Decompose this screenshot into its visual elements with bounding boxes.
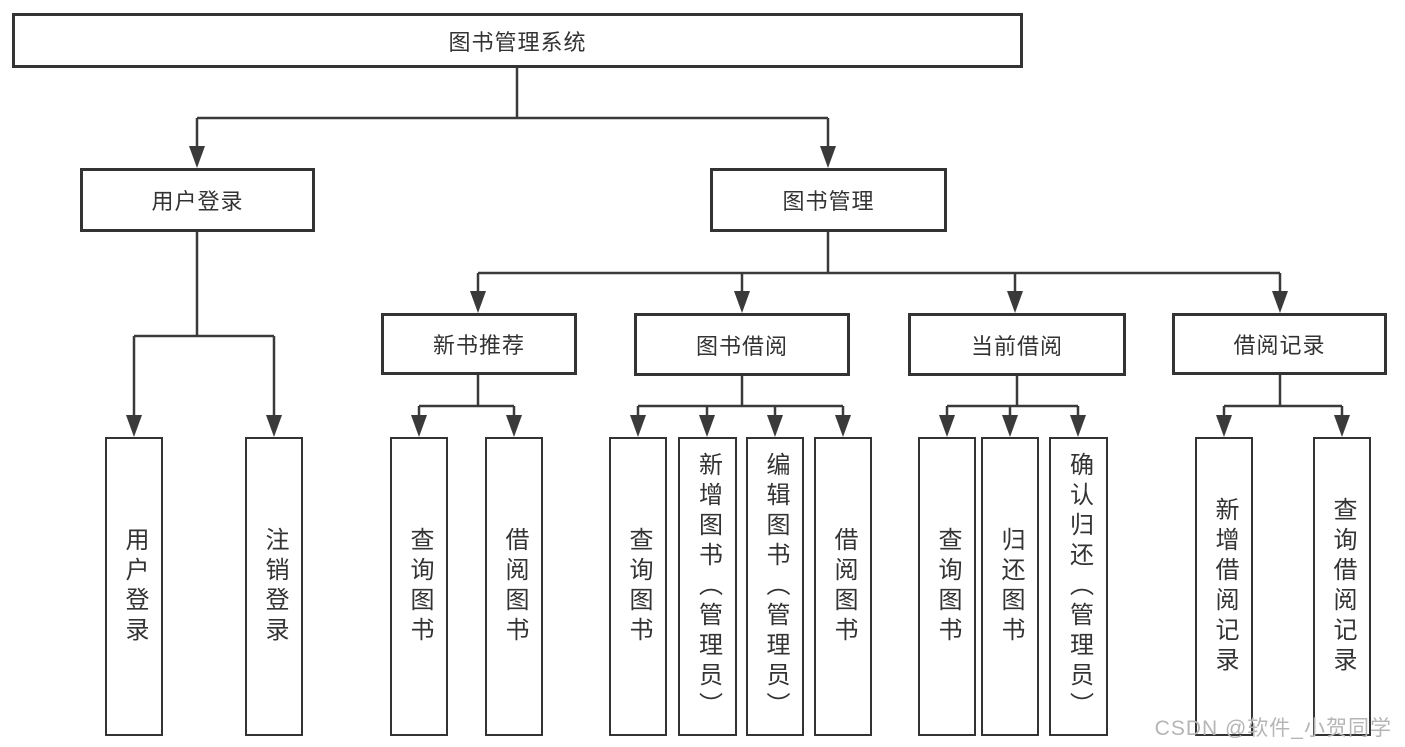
node-borrow-books-1: 借阅图书 bbox=[485, 437, 543, 736]
node-user-login-leaf-label: 用户登录 bbox=[121, 526, 148, 647]
node-query-books-2-label: 查询图书 bbox=[625, 526, 652, 647]
node-borrow-books-1-label: 借阅图书 bbox=[501, 526, 528, 647]
node-logout-leaf-label: 注销登录 bbox=[261, 526, 288, 647]
node-root: 图书管理系统 bbox=[12, 13, 1023, 68]
node-user-login-leaf: 用户登录 bbox=[105, 437, 163, 736]
node-borrow-books-2-label: 借阅图书 bbox=[830, 526, 857, 647]
node-return-book-label: 归还图书 bbox=[997, 526, 1024, 647]
node-query-books-1-label: 查询图书 bbox=[406, 526, 433, 647]
watermark-text: CSDN @软件_小贺同学 bbox=[1154, 717, 1392, 740]
node-new-books-label: 新书推荐 bbox=[432, 333, 525, 358]
node-borrow-books-2: 借阅图书 bbox=[814, 437, 872, 736]
node-book-mgmt-label: 图书管理 bbox=[782, 189, 875, 214]
node-add-book-admin: 新增图书（管理员） bbox=[678, 437, 737, 736]
node-logout-leaf: 注销登录 bbox=[245, 437, 303, 736]
node-confirm-return-admin-label: 确认归还（管理员） bbox=[1065, 451, 1093, 722]
node-edit-book-admin-label: 编辑图书（管理员） bbox=[762, 451, 789, 722]
node-query-books-3: 查询图书 bbox=[918, 437, 976, 736]
node-root-label: 图书管理系统 bbox=[448, 29, 587, 55]
node-return-book: 归还图书 bbox=[981, 437, 1039, 736]
node-query-borrow-record-label: 查询借阅记录 bbox=[1329, 496, 1356, 677]
node-add-borrow-record: 新增借阅记录 bbox=[1195, 437, 1253, 736]
node-query-books-1: 查询图书 bbox=[390, 437, 448, 736]
node-user-login-label: 用户登录 bbox=[151, 189, 244, 214]
node-book-mgmt: 图书管理 bbox=[710, 168, 947, 232]
node-add-book-admin-label: 新增图书（管理员） bbox=[694, 451, 722, 722]
node-book-borrow-label: 图书借阅 bbox=[695, 333, 788, 359]
node-query-books-2: 查询图书 bbox=[609, 437, 667, 736]
node-new-books: 新书推荐 bbox=[381, 313, 577, 375]
node-borrow-records-label: 借阅记录 bbox=[1233, 333, 1326, 358]
node-edit-book-admin: 编辑图书（管理员） bbox=[746, 437, 804, 736]
node-query-borrow-record: 查询借阅记录 bbox=[1313, 437, 1371, 736]
node-current-borrow-label: 当前借阅 bbox=[970, 333, 1063, 359]
node-confirm-return-admin: 确认归还（管理员） bbox=[1049, 437, 1108, 736]
arrowheads bbox=[126, 146, 1350, 437]
node-add-borrow-record-label: 新增借阅记录 bbox=[1211, 496, 1238, 677]
node-borrow-records: 借阅记录 bbox=[1172, 313, 1387, 375]
node-query-books-3-label: 查询图书 bbox=[934, 526, 961, 647]
node-book-borrow: 图书借阅 bbox=[634, 313, 850, 376]
node-current-borrow: 当前借阅 bbox=[908, 313, 1126, 376]
node-user-login: 用户登录 bbox=[80, 168, 315, 232]
